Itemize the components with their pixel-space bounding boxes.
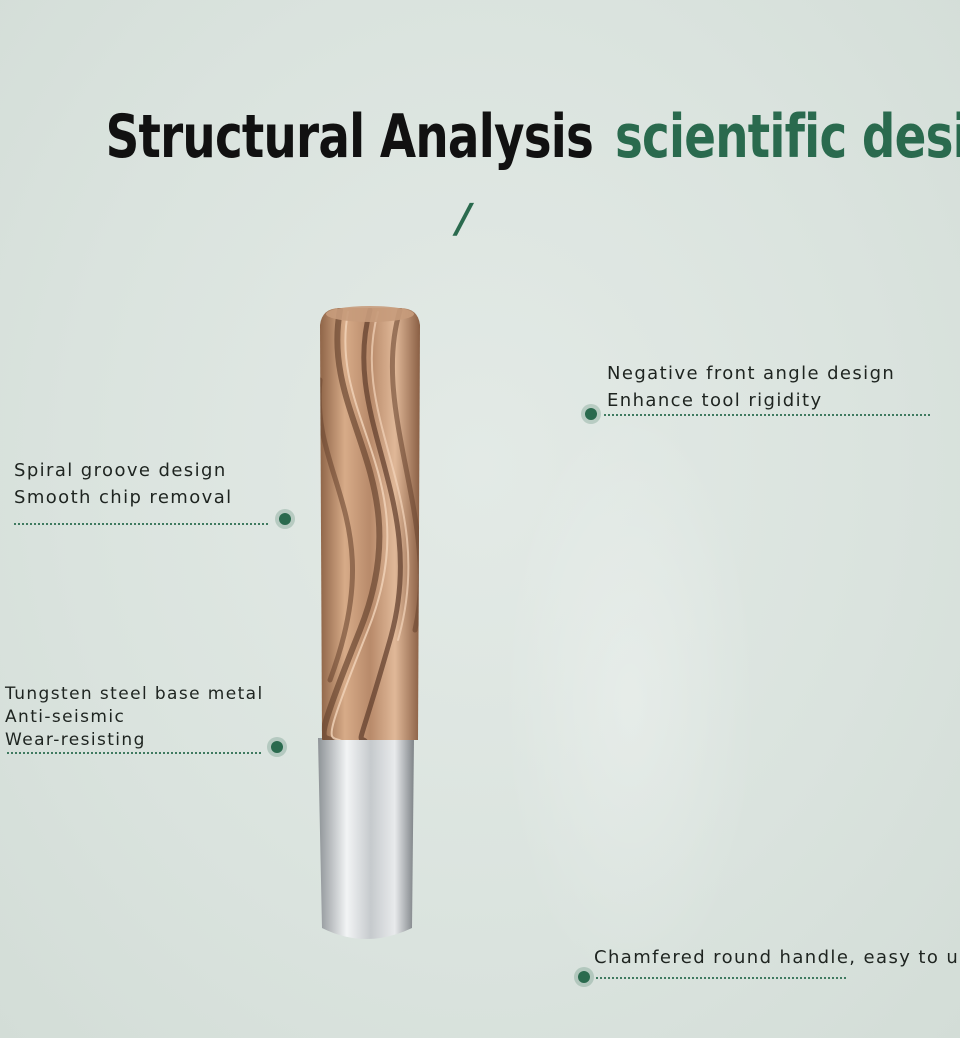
callout-tungsten-dot [271,741,283,753]
shank [318,738,414,939]
callout-spiral-groove: Spiral groove design Smooth chip removal [14,457,233,511]
background-glow [500,400,760,1000]
callout-spiral-groove-dot [279,513,291,525]
callout-chamfered: Chamfered round handle, easy to use [594,944,960,971]
callout-spiral-groove-line1: Spiral groove design [14,460,227,481]
callout-negative-angle-line2: Enhance tool rigidity [607,390,823,411]
title-slash: / [451,196,476,242]
callout-chamfered-leader [596,977,846,979]
callout-negative-angle-dot [585,408,597,420]
callout-chamfered-dot [578,971,590,983]
callout-tungsten-line3: Wear-resisting [5,730,146,750]
callout-tungsten: Tungsten steel base metal Anti-seismic W… [5,683,264,752]
callout-chamfered-line1: Chamfered round handle, easy to use [594,947,960,968]
callout-spiral-groove-leader [14,523,268,525]
callout-tungsten-line1: Tungsten steel base metal [5,684,264,704]
reamer-tool-image [318,306,420,939]
callout-tungsten-line2: Anti-seismic [5,707,126,727]
callout-tungsten-leader [7,752,261,754]
callout-negative-angle-leader [604,414,930,416]
page-title: Structural Analysis scientific design [105,92,960,182]
callout-negative-angle-line1: Negative front angle design [607,363,896,384]
title-part-scientific: scientific design [614,102,960,172]
title-part-structural: Structural Analysis [105,102,594,172]
callout-negative-angle: Negative front angle design Enhance tool… [607,360,895,414]
callout-spiral-groove-line2: Smooth chip removal [14,487,233,508]
